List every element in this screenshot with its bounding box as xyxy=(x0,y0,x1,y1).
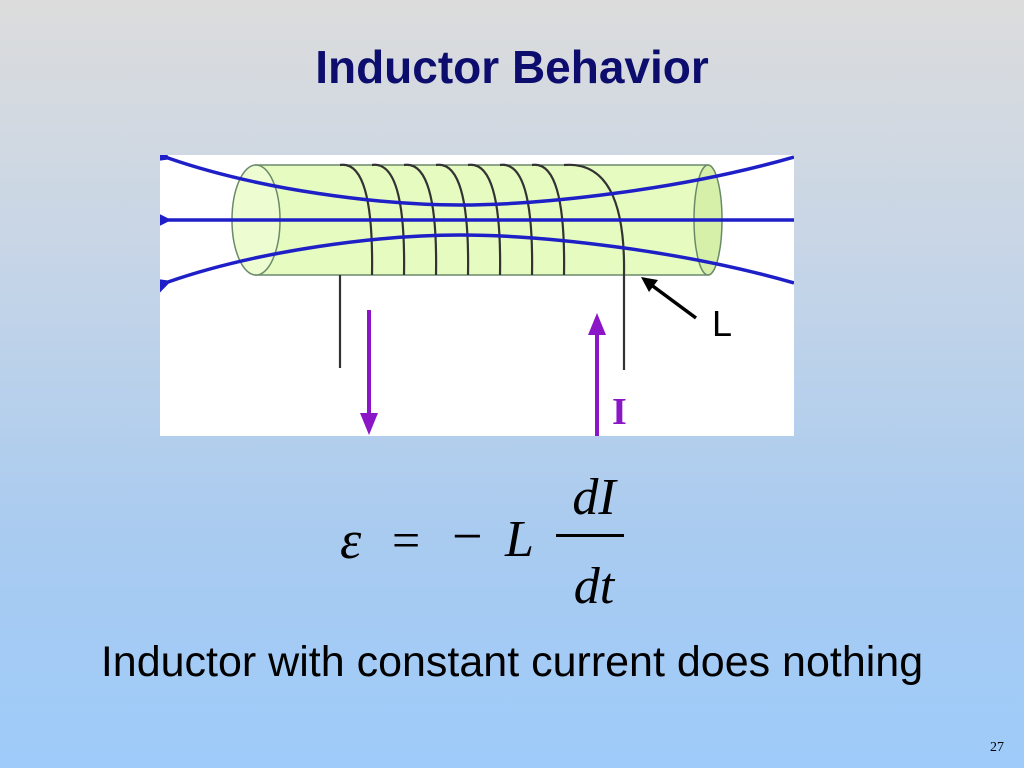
page-number: 27 xyxy=(990,740,1004,755)
equation-emf-symbol: ε xyxy=(340,510,362,570)
inductor-equation: ε = − L dI dt xyxy=(340,462,640,622)
lead-wires xyxy=(338,275,626,370)
slide-caption: Inductor with constant current does noth… xyxy=(100,638,924,686)
coil-front-turns xyxy=(339,163,626,276)
inductor-diagram-svg: L I xyxy=(160,155,794,436)
inductor-label-pointer xyxy=(641,277,698,320)
slide-title: Inductor Behavior xyxy=(315,41,709,93)
inductor-label: L xyxy=(712,303,732,344)
magnetic-field-lines xyxy=(160,155,794,295)
inductor-diagram: L I xyxy=(160,155,794,436)
equation-equals-sign: = xyxy=(392,512,421,568)
equation-minus-sign: − xyxy=(452,506,483,566)
current-arrows xyxy=(360,310,606,436)
equation-numerator: dI xyxy=(572,469,616,526)
equation-denominator: dt xyxy=(573,558,615,615)
current-label: I xyxy=(612,391,627,433)
equation-inductance-symbol: L xyxy=(505,511,534,568)
equation-fraction-bar xyxy=(556,534,624,537)
